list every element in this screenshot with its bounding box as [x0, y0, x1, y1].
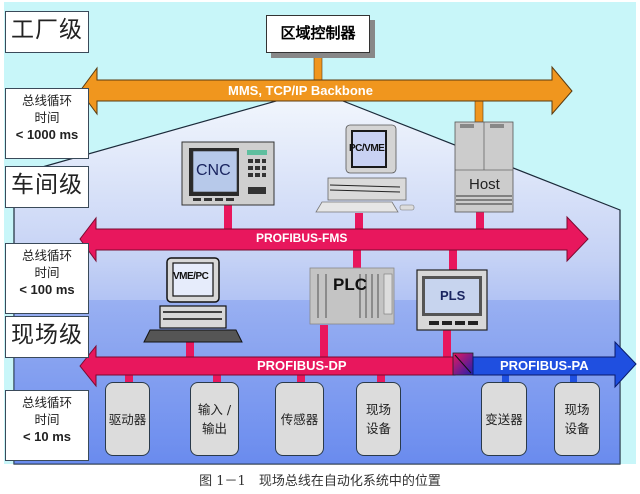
- cycle-time-plant: 总线循环 时间 < 1000 ms: [5, 88, 89, 159]
- area-controller-box: 区域控制器: [266, 15, 370, 53]
- vme-pc-workstation: [143, 257, 243, 343]
- pls-panel: [416, 269, 488, 331]
- device-line1: 变送器: [485, 411, 523, 427]
- pa-drop-dev2: [570, 372, 577, 384]
- plc-label: PLC: [333, 275, 367, 294]
- fms-drop-plc: [353, 245, 361, 270]
- dp-drop-vmepc: [186, 336, 194, 362]
- plc-rack: [309, 267, 395, 325]
- cycle-time-value: < 10 ms: [22, 429, 72, 444]
- field-device-io: 输入 / 输出: [190, 382, 239, 456]
- dp-drop-pls: [443, 320, 451, 362]
- pc-vme-label: PC/VME: [349, 143, 385, 154]
- cnc-device: [181, 141, 275, 206]
- device-line1: 现场: [365, 402, 391, 417]
- cycle-label: 总线循环: [21, 395, 72, 410]
- backbone-drop-controller: [313, 49, 323, 85]
- dp-drop-dev4: [377, 372, 385, 384]
- cycle-sub: 时间: [34, 265, 60, 280]
- level-label-workshop: 车间级: [5, 166, 89, 208]
- cycle-time-value: < 100 ms: [19, 282, 75, 297]
- cycle-sub: 时间: [34, 110, 60, 125]
- field-device-sensor: 传感器: [275, 382, 324, 456]
- level-label-field: 现场级: [5, 316, 89, 358]
- field-device-drive: 驱动器: [105, 382, 150, 456]
- host-server: [454, 121, 514, 213]
- device-line2: 输出: [201, 421, 227, 436]
- cycle-time-workshop: 总线循环 时间 < 100 ms: [5, 243, 89, 314]
- cycle-time-field: 总线循环 时间 < 10 ms: [5, 390, 89, 461]
- dp-drop-dev3: [297, 372, 305, 384]
- dp-bus-label: PROFIBUS-DP: [257, 358, 347, 373]
- field-device-generic-dp: 现场设备: [356, 382, 401, 456]
- pa-bus-label: PROFIBUS-PA: [500, 358, 589, 373]
- dp-drop-plc: [320, 325, 328, 362]
- device-line1: 传感器: [280, 411, 319, 427]
- figure-caption: 图 1－1 现场总线在自动化系统中的位置: [199, 474, 441, 489]
- fms-drop-pcvme: [355, 213, 363, 233]
- fms-drop-host: [476, 210, 484, 233]
- level-label-plant: 工厂级: [5, 11, 89, 53]
- host-label: Host: [469, 176, 500, 193]
- field-device-generic-pa: 现场设备: [554, 382, 600, 456]
- fms-drop-cnc: [224, 205, 232, 233]
- fms-bus-label: PROFIBUS-FMS: [256, 231, 348, 245]
- cnc-label: CNC: [196, 162, 231, 179]
- coupler-diagonal: [454, 354, 472, 374]
- backbone-bus-arrow: [79, 65, 573, 116]
- device-line1: 现场: [564, 402, 590, 417]
- device-line2: 设备: [365, 421, 391, 436]
- cycle-time-value: < 1000 ms: [15, 127, 79, 142]
- pa-drop-dev1: [502, 372, 509, 384]
- cycle-label: 总线循环: [21, 93, 72, 108]
- device-line2: 设备: [564, 421, 590, 436]
- device-line1: 驱动器: [108, 411, 147, 427]
- device-line1: 输入 /: [197, 402, 232, 417]
- pa-bus-arrow: [472, 340, 637, 389]
- fms-drop-pls: [449, 245, 457, 271]
- pls-label: PLS: [440, 288, 466, 303]
- pc-vme-workstation: [315, 124, 415, 213]
- vme-pc-label: VME/PC: [173, 271, 209, 282]
- dp-drop-dev1: [125, 372, 133, 384]
- backbone-bus-label: MMS, TCP/IP Backbone: [228, 83, 373, 98]
- dp-drop-dev2: [213, 372, 221, 384]
- cycle-label: 总线循环: [21, 248, 72, 263]
- cycle-sub: 时间: [34, 412, 60, 427]
- fms-bus-arrow: [79, 215, 589, 263]
- field-device-transmitter: 变送器: [481, 382, 527, 456]
